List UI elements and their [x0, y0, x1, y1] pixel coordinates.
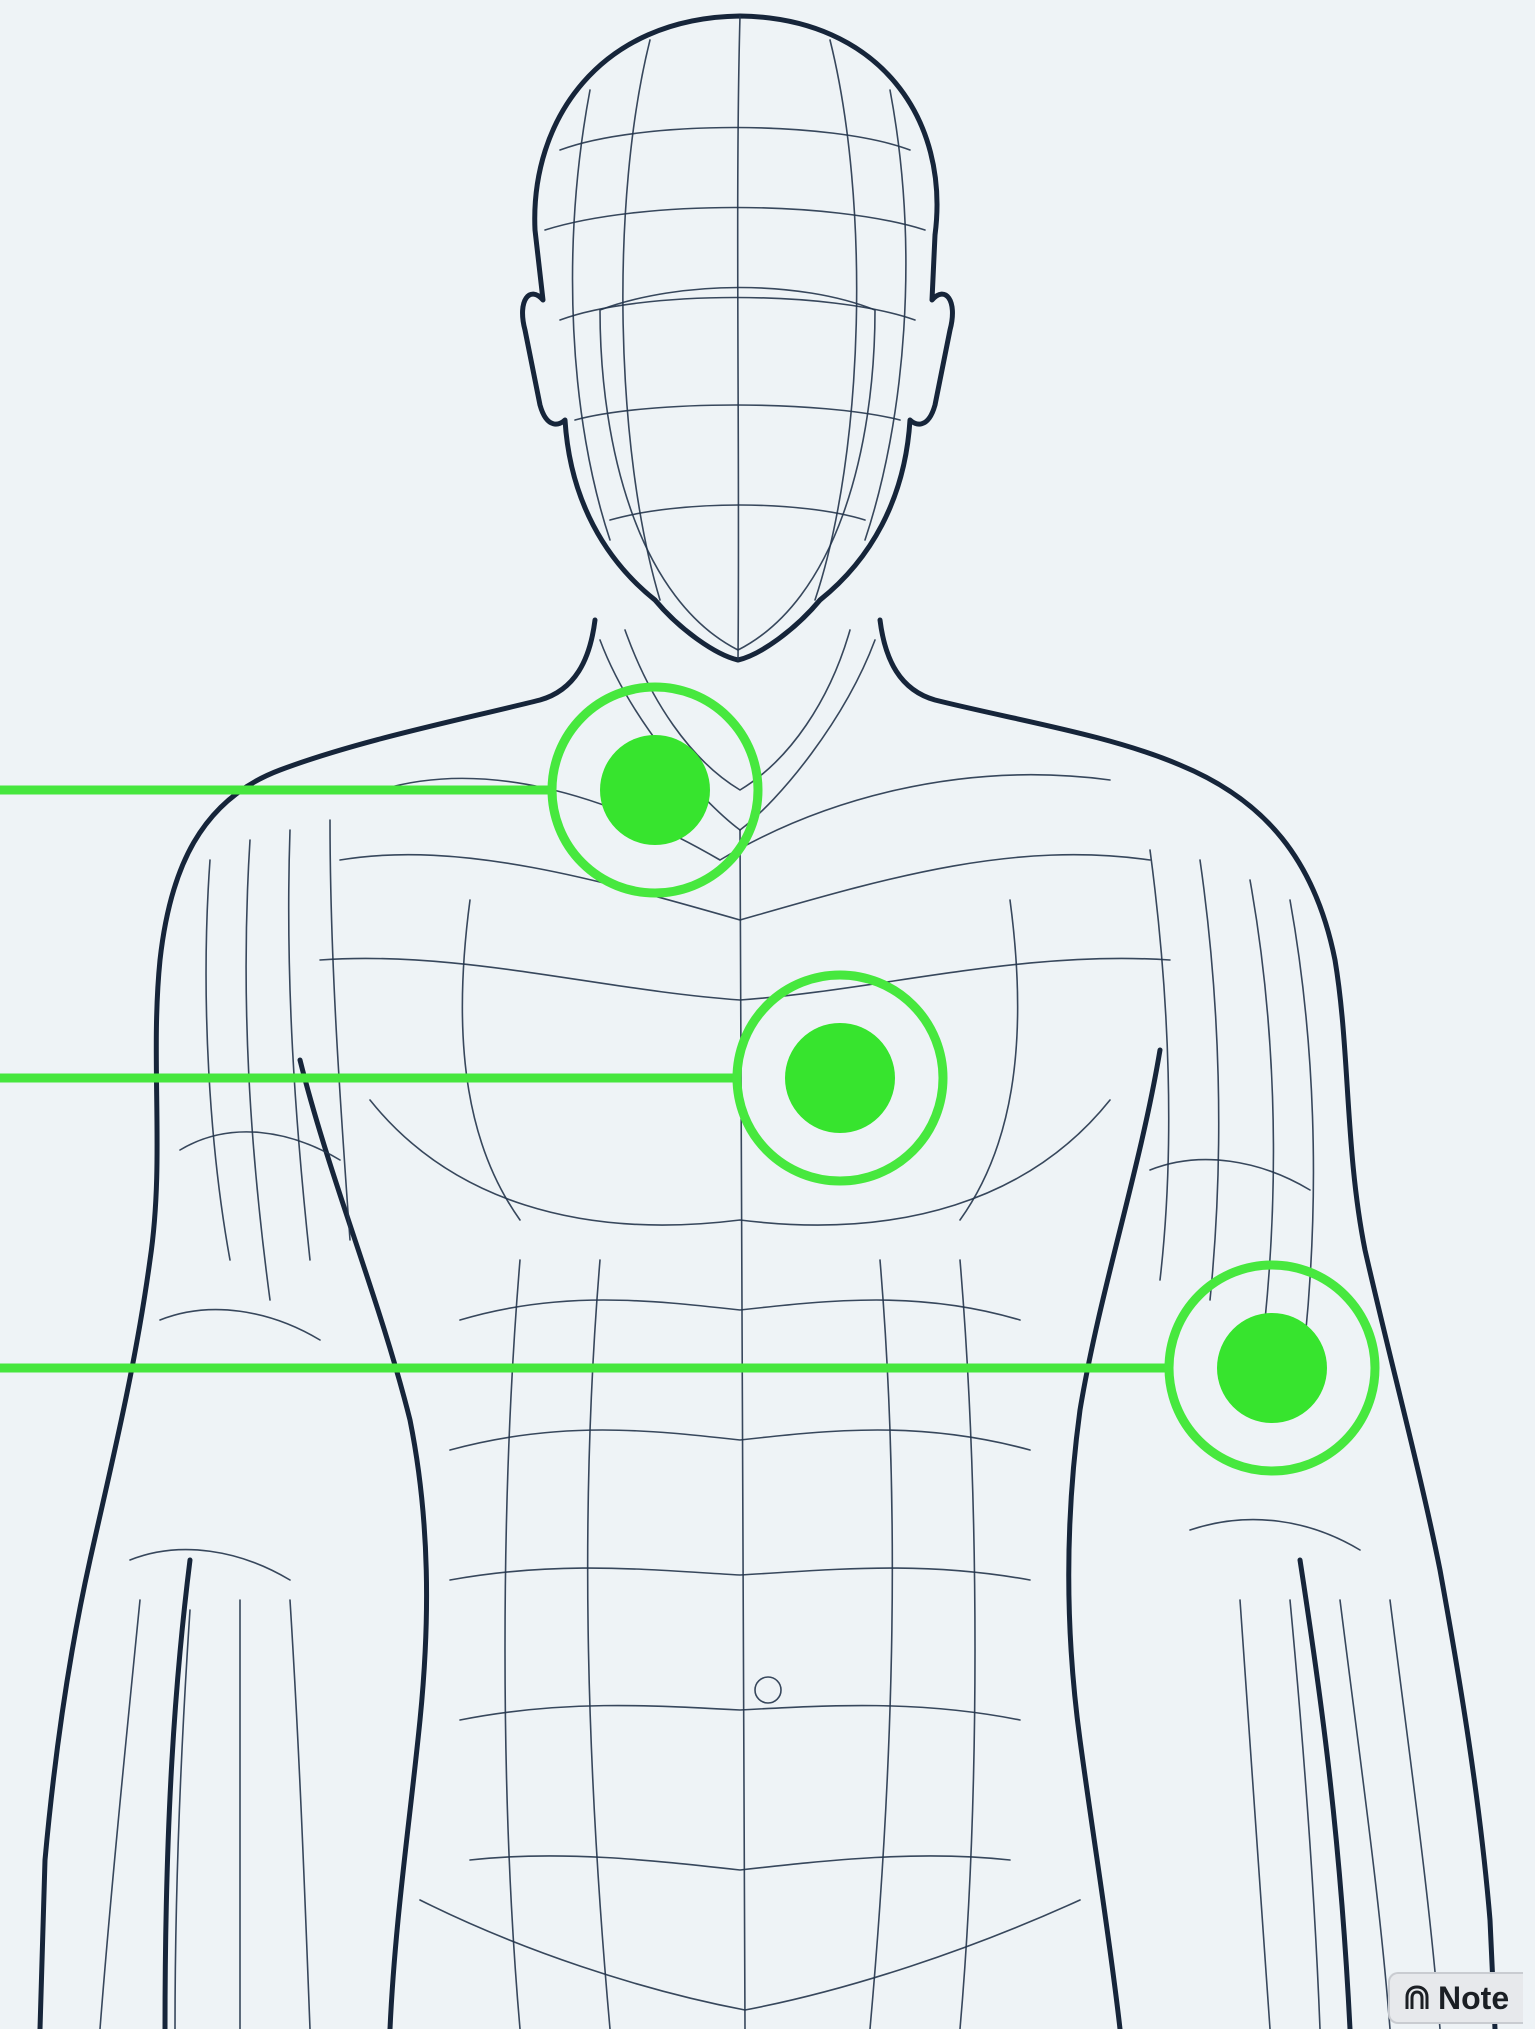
- target-marker-icon[interactable]: [785, 1023, 895, 1133]
- notebook-icon: [1402, 1983, 1432, 2013]
- body-outline: [40, 16, 1495, 2029]
- marker-chest[interactable]: [0, 975, 943, 1181]
- target-marker-icon[interactable]: [1217, 1313, 1327, 1423]
- note-badge[interactable]: Note: [1388, 1972, 1523, 2024]
- target-marker-icon[interactable]: [600, 735, 710, 845]
- note-badge-label: Note: [1438, 1980, 1509, 2017]
- marker-upper-arm[interactable]: [0, 1265, 1375, 1471]
- marker-neck-shoulder[interactable]: [0, 687, 758, 893]
- body-mesh: [100, 16, 1440, 2029]
